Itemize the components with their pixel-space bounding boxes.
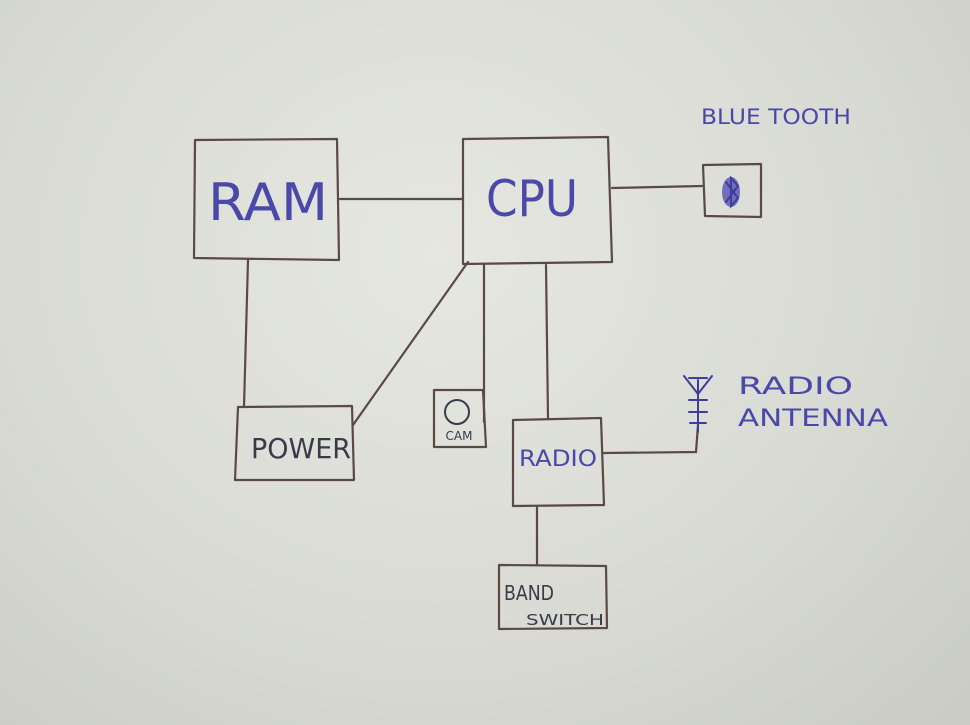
power-block: POWER — [233, 404, 356, 482]
power-label: POWER — [251, 432, 351, 465]
band-switch-label-line2: SWITCH — [526, 611, 604, 629]
band-switch-block: BAND SWITCH — [497, 563, 609, 631]
antenna-icon — [683, 375, 713, 433]
cpu-label: CPU — [486, 170, 578, 228]
radio-antenna-label-line1: RADIO — [738, 372, 853, 400]
bluetooth-label: BLUE TOOTH — [701, 105, 851, 129]
bluetooth-icon — [722, 175, 740, 209]
cam-label: CAM — [446, 429, 473, 443]
band-switch-label-line1: BAND — [504, 581, 554, 605]
camera-lens-icon — [444, 399, 470, 425]
radio-antenna: RADIO ANTENNA — [683, 372, 889, 433]
cpu-block: CPU — [461, 135, 614, 266]
wire-ram-power — [242, 258, 250, 409]
wire-cpu-radio — [544, 263, 550, 420]
wire-cpu-power — [351, 260, 470, 427]
wire-cpu-bluetooth — [610, 184, 704, 190]
ram-label: RAM — [208, 173, 328, 233]
cam-block: CAM — [432, 388, 488, 449]
radio-block: RADIO — [511, 416, 606, 508]
radio-label: RADIO — [519, 447, 597, 472]
radio-antenna-label-line2: ANTENNA — [738, 404, 889, 432]
bluetooth-block: BLUE TOOTH — [701, 105, 851, 219]
wire-radio-antenna — [602, 423, 700, 455]
ram-block: RAM — [192, 137, 341, 262]
connections — [242, 184, 704, 567]
